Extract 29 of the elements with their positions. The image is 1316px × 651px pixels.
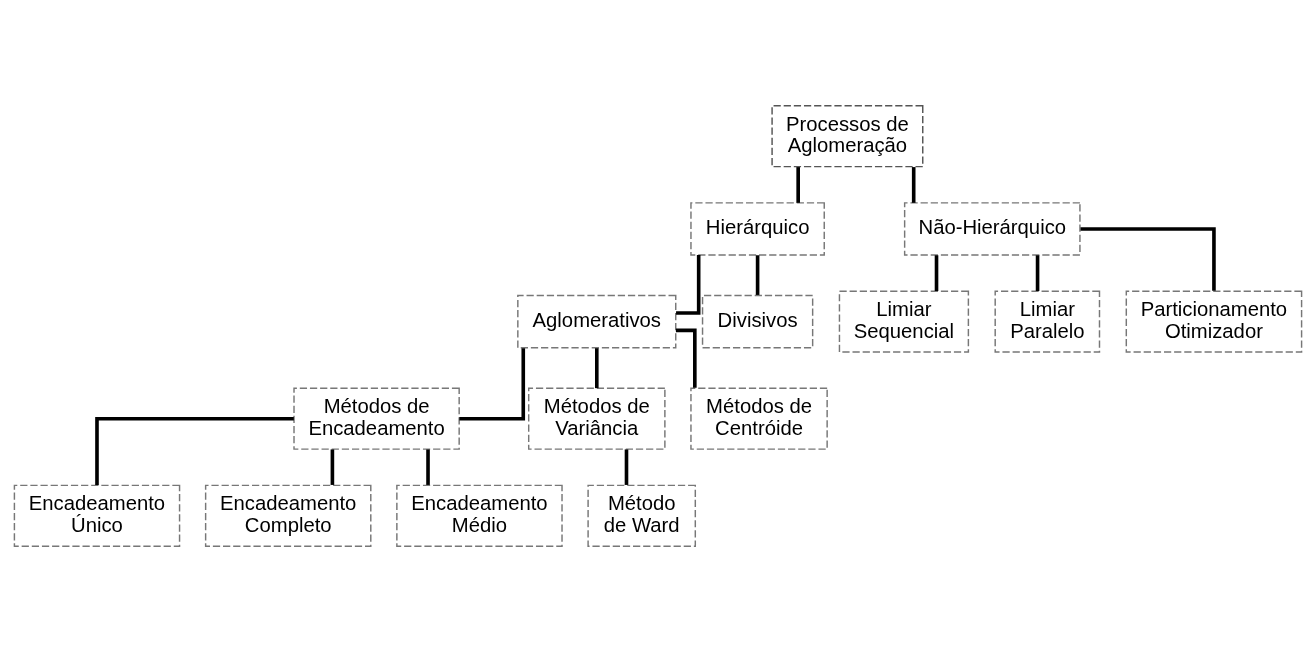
node-box: Processos de Aglomeração — [771, 104, 924, 167]
node-box: Métodos de Encadeamento — [293, 387, 460, 450]
node-box: Encadeamento Único — [13, 484, 181, 547]
connector — [676, 254, 701, 315]
node-box: Aglomerativos — [517, 294, 677, 348]
connector — [624, 448, 629, 485]
node-box: Limiar Sequencial — [838, 290, 970, 353]
node-box: Encadeamento Médio — [396, 484, 563, 547]
node-box: Encadeamento Completo — [204, 484, 372, 547]
connector — [1035, 254, 1040, 291]
connector — [675, 328, 697, 388]
connector — [755, 254, 760, 295]
connector — [1080, 226, 1216, 291]
connector — [595, 347, 599, 388]
node-box: Limiar Paralelo — [994, 290, 1101, 353]
node-box: Não-Hierárquico — [903, 201, 1081, 256]
connector — [459, 347, 526, 421]
node-box: Hierárquico — [690, 201, 825, 256]
connector — [911, 166, 916, 203]
node-box: Divisivos — [701, 294, 814, 348]
node-box: Particionamento Otimizador — [1125, 290, 1303, 353]
node-box: Métodos de Centróide — [690, 387, 828, 450]
connector — [934, 254, 939, 291]
connector — [796, 166, 800, 203]
node-box: Método de Ward — [587, 484, 697, 547]
connector — [426, 448, 430, 485]
connector — [330, 448, 335, 485]
connector — [95, 416, 294, 485]
node-box: Métodos de Variância — [527, 387, 666, 450]
